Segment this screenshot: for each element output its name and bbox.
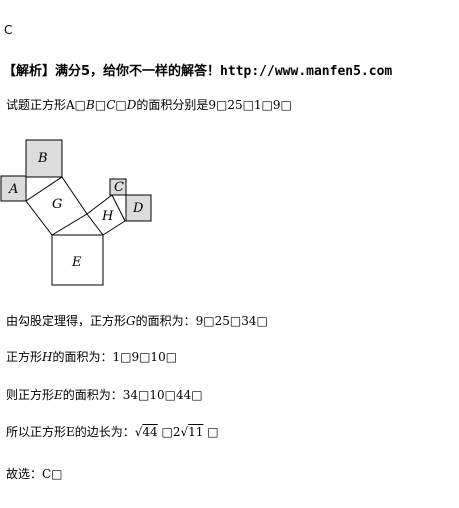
label-c: C	[114, 180, 124, 195]
step-pre: 所以正方形E的边长为：	[6, 425, 135, 439]
sqrt-44: √44	[135, 425, 158, 439]
step-mid: □2	[157, 425, 181, 439]
statement-tail: 的面积分别是9□25□1□9□	[136, 98, 292, 112]
header-url[interactable]: http://www.manfen5.com	[220, 64, 393, 79]
separator: □	[74, 98, 87, 112]
statement-lead: 试题正方形A	[6, 98, 75, 112]
step-pre: 则正方形	[6, 388, 55, 402]
var-b: B	[86, 98, 95, 112]
square-h	[86, 194, 126, 236]
label-d: D	[132, 201, 144, 216]
var-d: D	[126, 98, 137, 112]
label-b: B	[37, 151, 48, 166]
step-post: 的面积为：34□10□44□	[62, 388, 203, 402]
sqrt-11: √11	[181, 425, 204, 439]
step-pre: 正方形	[6, 350, 43, 364]
step-post: 的面积为：1□9□10□	[52, 350, 178, 364]
radicand-11: 11	[188, 425, 204, 439]
step-area-e: 则正方形E的面积为：34□10□44□	[6, 387, 203, 403]
separator: □	[94, 98, 107, 112]
pythagoras-square-figure: B A G H C D E	[0, 139, 152, 286]
var-e: E	[54, 388, 63, 402]
label-a: A	[8, 182, 18, 197]
final-choice: 故选：C□	[6, 467, 63, 481]
step-area-h: 正方形H的面积为：1□9□10□	[6, 349, 177, 365]
separator: □	[115, 98, 127, 112]
var-c: C	[106, 98, 116, 112]
problem-statement: 试题正方形A□B□C□D的面积分别是9□25□1□9□	[6, 97, 292, 113]
square-e	[51, 234, 104, 286]
header-prefix: 【解析】满分5，给你不一样的解答！	[3, 64, 221, 79]
var-g: G	[126, 314, 136, 328]
step-area-g: 由勾股定理得，正方形G的面积为：9□25□34□	[6, 313, 268, 329]
step-side-e: 所以正方形E的边长为：√44 □2√11 □	[6, 424, 219, 440]
step-post: □	[203, 425, 219, 439]
var-h: H	[42, 350, 53, 364]
radicand-44: 44	[142, 425, 158, 439]
label-h: H	[101, 209, 114, 224]
answer-letter: C	[4, 23, 13, 37]
label-g: G	[52, 197, 62, 212]
step-post: 的面积为：9□25□34□	[135, 314, 268, 328]
analysis-header: 【解析】满分5，给你不一样的解答！http://www.manfen5.com	[3, 64, 392, 80]
step-pre: 由勾股定理得，正方形	[6, 314, 127, 328]
square-d	[125, 194, 152, 222]
sqrt-sign: √	[180, 425, 189, 439]
sqrt-sign: √	[134, 425, 143, 439]
label-e: E	[71, 255, 82, 270]
